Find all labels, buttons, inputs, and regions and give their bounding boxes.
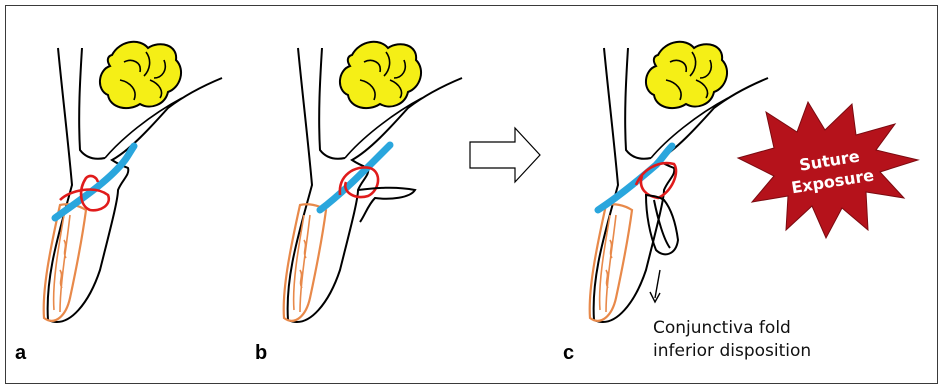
annotation-line-1: Conjunctiva fold bbox=[653, 317, 913, 340]
down-arrow-icon bbox=[650, 270, 660, 302]
panel-c-diagram bbox=[590, 42, 768, 322]
tendon-line bbox=[598, 146, 672, 210]
panel-a-diagram bbox=[44, 42, 222, 322]
panel-label-c: c bbox=[563, 343, 574, 363]
annotation-line-2: inferior disposition bbox=[653, 340, 913, 363]
conjunctiva-fold bbox=[358, 188, 415, 222]
annotation-text: Conjunctiva fold inferior disposition bbox=[653, 317, 913, 363]
panel-label-b: b bbox=[255, 343, 267, 363]
tendon-line bbox=[320, 145, 390, 210]
right-arrow-icon bbox=[470, 128, 540, 182]
panel-label-a: a bbox=[15, 343, 26, 363]
panel-b-diagram bbox=[284, 42, 462, 322]
